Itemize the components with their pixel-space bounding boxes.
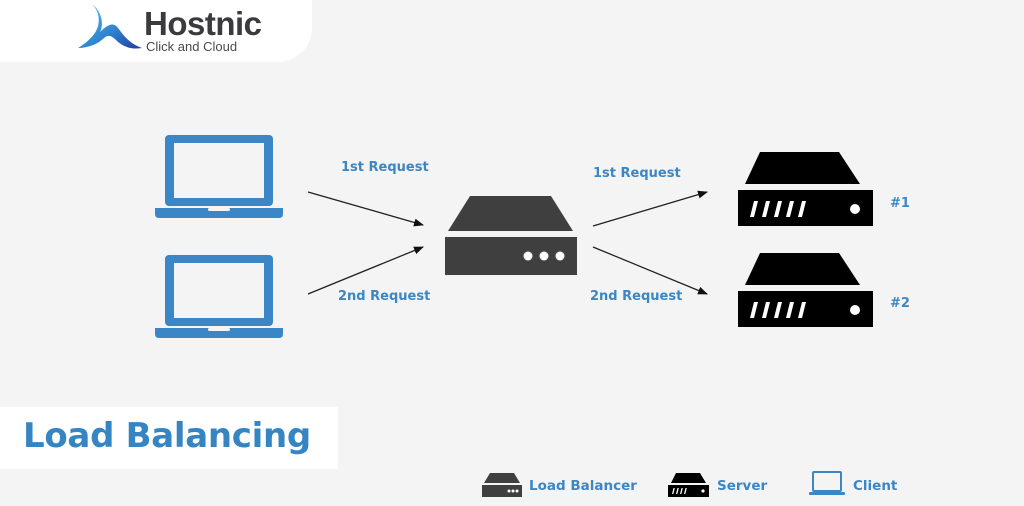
server2-request-label: 2nd Request <box>590 289 683 304</box>
legend-load-balancer-icon <box>482 473 522 497</box>
arrow-lb-to-server2 <box>592 246 708 295</box>
legend-client-icon <box>809 471 845 495</box>
brand-name: Hostnic <box>144 5 262 42</box>
arrow-lb-to-server1 <box>592 190 708 227</box>
client2-request-label: 2nd Request <box>338 289 431 304</box>
client-laptop-icon <box>155 135 283 218</box>
server1-request-label: 1st Request <box>593 166 681 181</box>
hostnic-logo-icon <box>78 4 142 49</box>
legend-client-label: Client <box>853 478 898 494</box>
client-laptop-icon <box>155 255 283 338</box>
server-icon <box>738 152 873 226</box>
legend-server-label: Server <box>717 478 768 494</box>
server2-label: #2 <box>890 296 910 311</box>
load-balancer-icon <box>445 196 577 275</box>
legend-server-icon <box>668 473 709 497</box>
arrow-client2-to-lb <box>307 246 424 295</box>
page-title: Load Balancing <box>23 416 311 456</box>
arrow-client1-to-lb <box>307 191 424 227</box>
server1-label: #1 <box>890 196 910 211</box>
logo-container <box>0 0 312 62</box>
server-icon <box>738 253 873 327</box>
brand-tagline: Click and Cloud <box>146 39 238 54</box>
title-container <box>0 407 338 469</box>
legend-load-balancer-label: Load Balancer <box>529 478 637 494</box>
client1-request-label: 1st Request <box>341 160 429 175</box>
